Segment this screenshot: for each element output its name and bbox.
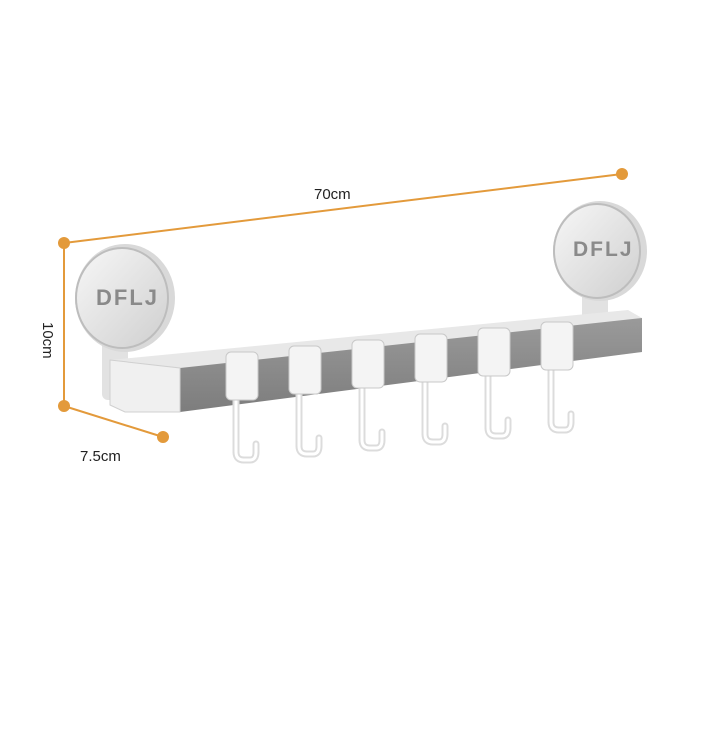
depth-line: [63, 405, 164, 438]
hook-arm-highlight: [549, 366, 573, 432]
hook-icon: [351, 339, 386, 452]
hook-clip: [288, 345, 322, 395]
width-label: 70cm: [314, 186, 351, 203]
hook-clip: [540, 321, 574, 371]
width-line: [63, 173, 623, 244]
hook-arm: [484, 370, 512, 440]
hook-arm: [358, 382, 386, 452]
dimension-lines: [58, 168, 628, 443]
hook-arm-highlight: [297, 390, 321, 456]
hook-arm: [295, 388, 323, 458]
hook-icon: [477, 327, 512, 440]
logo-text-right: DFLJ: [573, 238, 634, 261]
dimension-dot: [616, 168, 628, 180]
rail-end-cap: [109, 359, 181, 413]
hook-icon: [225, 351, 260, 464]
dimension-dot: [58, 237, 70, 249]
hook-icon: [288, 345, 323, 458]
dimension-dot: [58, 400, 70, 412]
hook-arm: [232, 394, 260, 464]
hook-icon: [414, 333, 449, 446]
depth-label: 7.5cm: [80, 448, 121, 465]
hook-arm: [547, 364, 575, 434]
hook-arm-highlight: [423, 378, 447, 444]
hook-arm-highlight: [360, 384, 384, 450]
hooks: [225, 321, 575, 464]
hook-arm: [421, 376, 449, 446]
logo-text-left: DFLJ: [96, 285, 159, 310]
suction-cup-logo-icon: [553, 203, 641, 299]
hook-clip: [225, 351, 259, 401]
hook-icon: [540, 321, 575, 434]
hook-clip: [477, 327, 511, 377]
hook-clip: [414, 333, 448, 383]
right-suction-cup: [553, 201, 647, 320]
dimension-dot: [157, 431, 169, 443]
hook-clip: [351, 339, 385, 389]
height-label: 10cm: [39, 322, 56, 359]
hook-arm-highlight: [234, 396, 258, 462]
suction-cup-logo-icon: [75, 247, 169, 349]
hook-arm-highlight: [486, 372, 510, 438]
